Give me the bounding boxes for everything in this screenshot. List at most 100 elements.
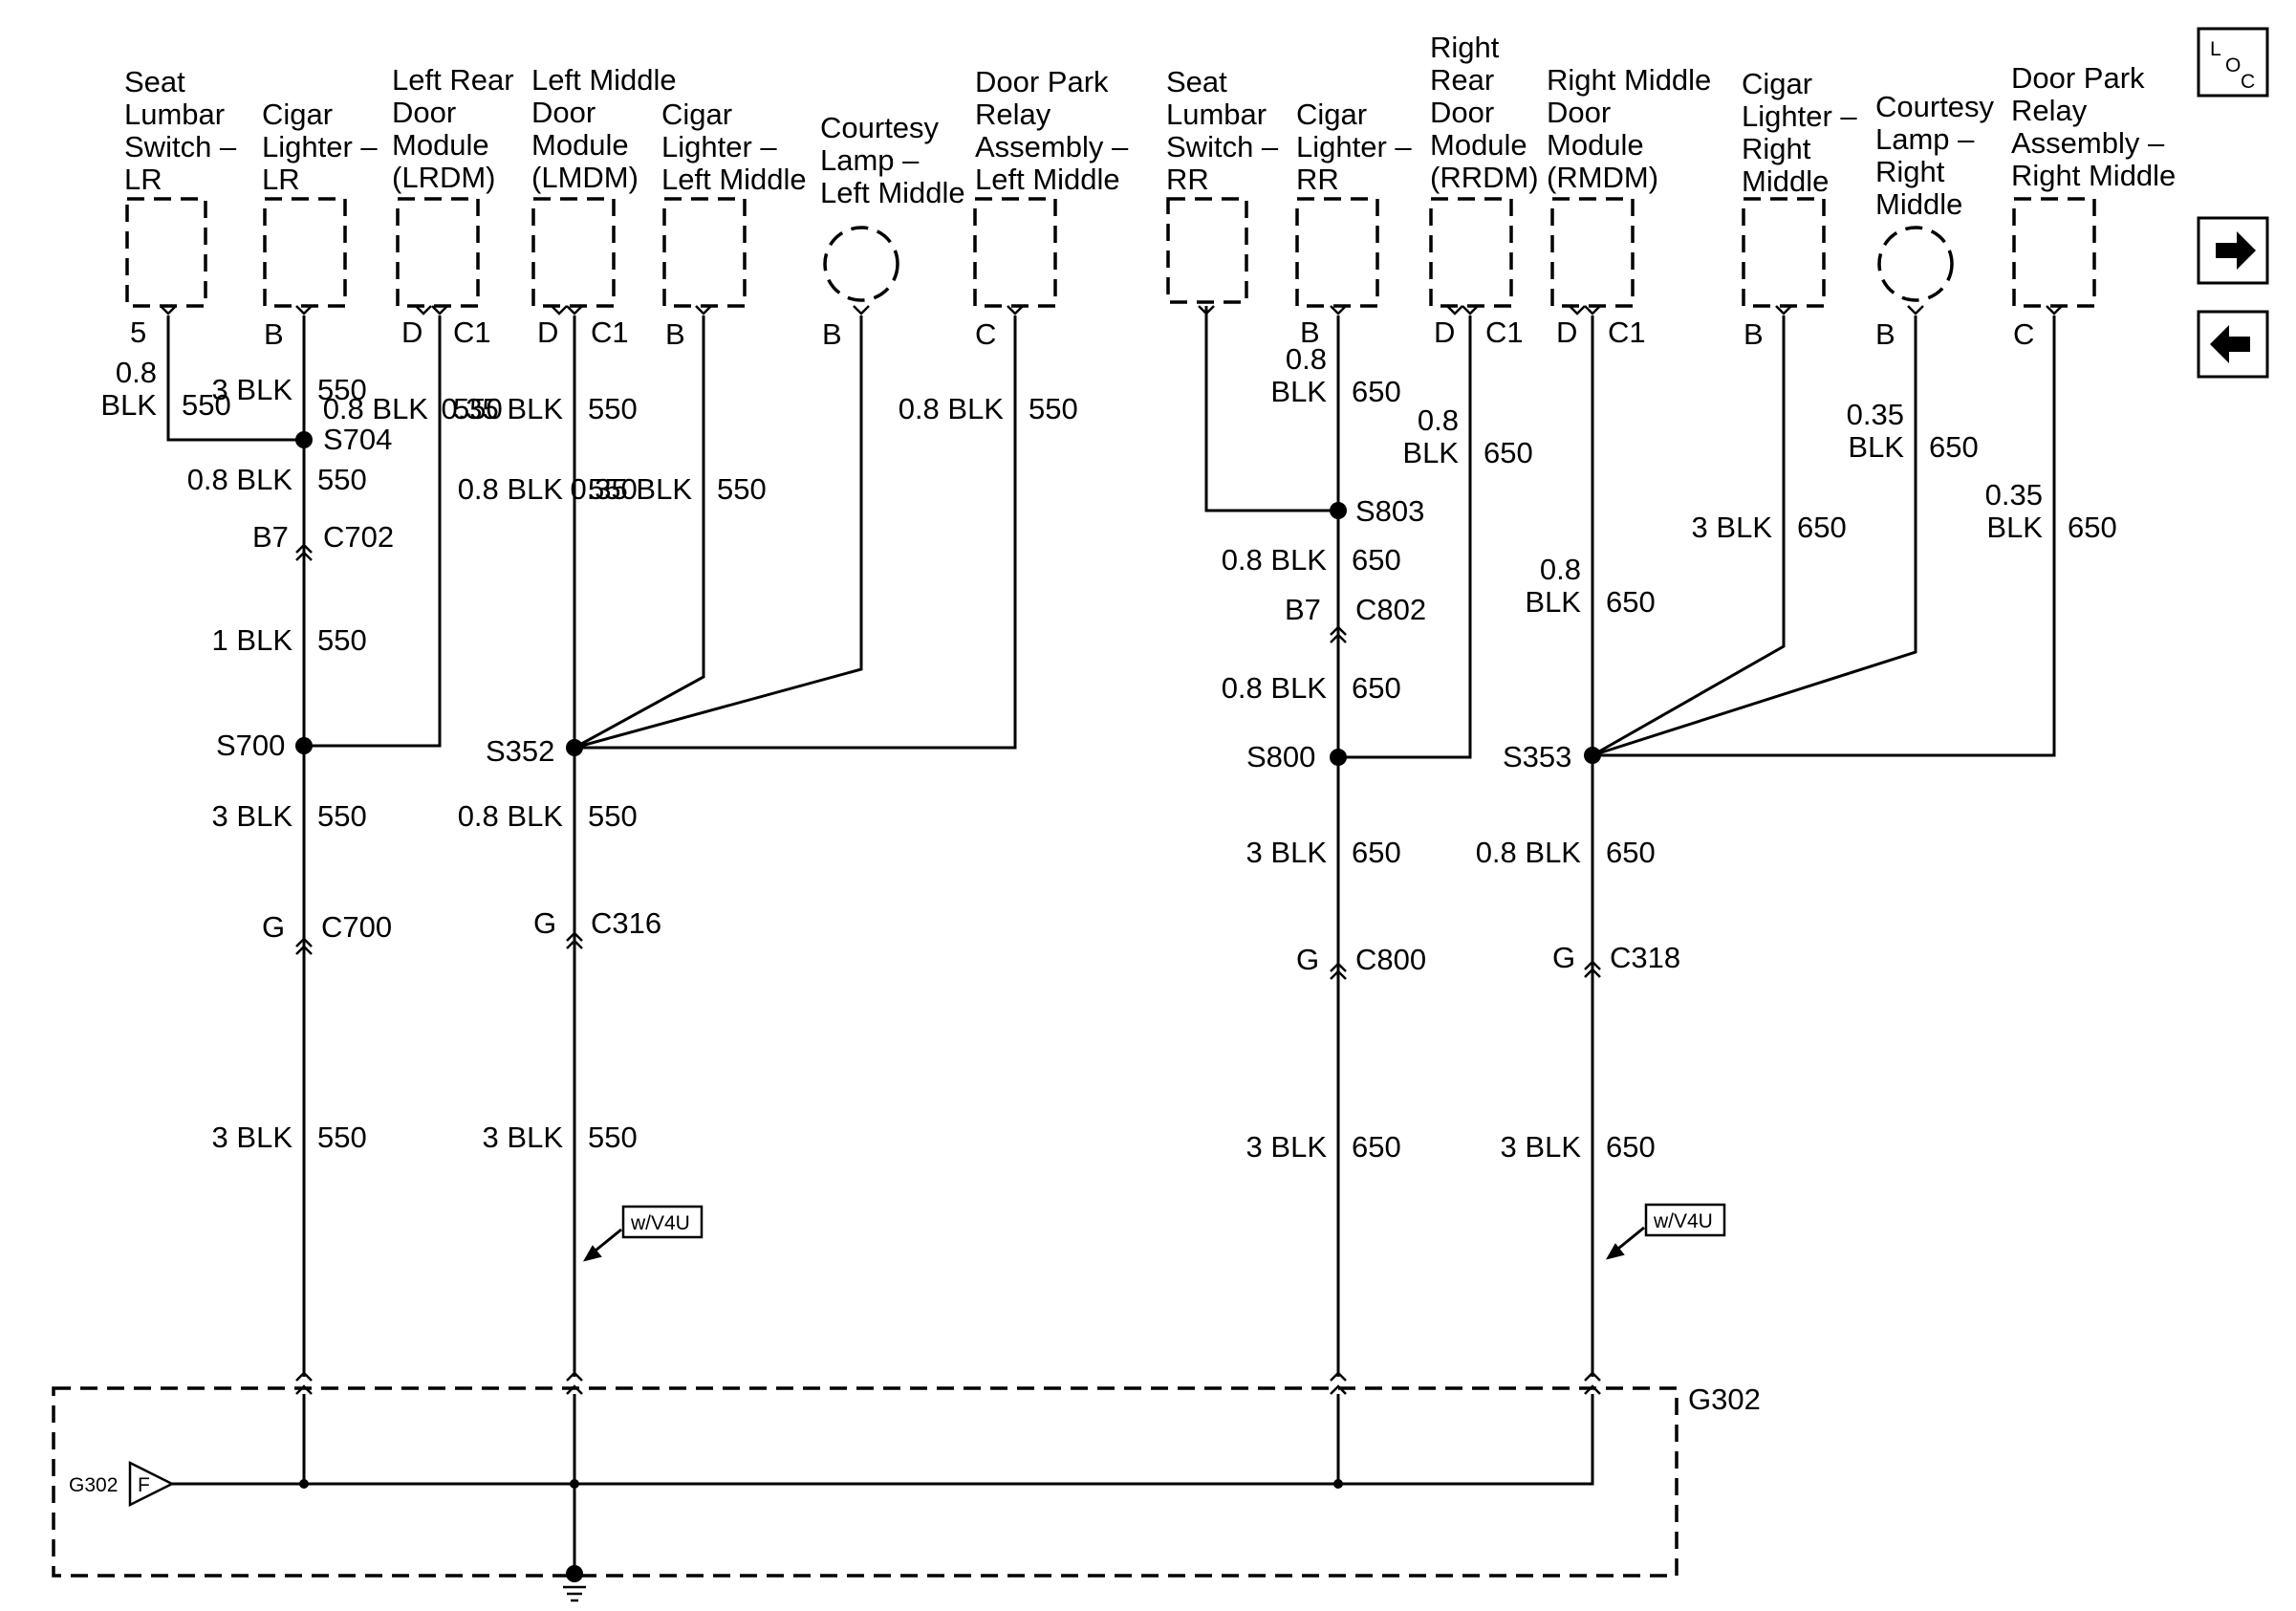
wire-size-label: 3 BLK xyxy=(483,1121,564,1154)
component-box xyxy=(263,197,347,308)
connector-name: C316 xyxy=(591,906,661,940)
pin-labels: 5 B D C1 D C1 B B C B D C1 D C1 B B C xyxy=(130,316,2034,351)
pin-label: B xyxy=(665,317,685,351)
component-box xyxy=(531,197,616,308)
wire-size-label: 3 BLK xyxy=(1246,836,1328,869)
circuit-number-label: 650 xyxy=(1606,585,1656,619)
circuit-number-label: 550 xyxy=(317,463,367,496)
circuit-number-label: 650 xyxy=(1352,1130,1401,1164)
wire-size-label: 1 BLK xyxy=(212,623,293,657)
circuit-number-label: 550 xyxy=(317,1121,367,1154)
wire-size-label: 0.8 BLK xyxy=(458,472,564,506)
splice-dots xyxy=(295,431,1601,1489)
splice-label: S353 xyxy=(1503,740,1571,773)
circuit-number-label: 650 xyxy=(1352,375,1401,408)
splice-label: S700 xyxy=(216,729,285,762)
component-lamp xyxy=(1877,226,1954,302)
splice-labels: S704 S700 S352 S803 S800 S353 xyxy=(216,423,1571,773)
pin-label: D xyxy=(537,316,558,349)
component-box xyxy=(1550,197,1635,308)
pin-label: D xyxy=(1434,316,1455,349)
component-box xyxy=(662,197,747,308)
component-symbols xyxy=(125,197,2096,308)
loc-c: C xyxy=(2241,71,2255,93)
arrow-left-icon xyxy=(2210,325,2250,363)
wire-size-label: 0.8 BLK xyxy=(1222,671,1328,705)
ground-connector-letter: F xyxy=(138,1474,150,1496)
wire-size-label: 3 BLK xyxy=(212,373,293,406)
wire-size-label: 3 BLK xyxy=(212,799,293,833)
ground-symbol-icon xyxy=(563,1585,586,1602)
wires xyxy=(166,306,2056,1568)
circuit-number-label: 650 xyxy=(2068,511,2117,544)
component-box xyxy=(125,197,207,308)
component-box xyxy=(2012,197,2096,308)
connector-pin: G xyxy=(1296,943,1319,976)
pin-label: D xyxy=(401,316,422,349)
circuit-number-label: 650 xyxy=(1606,1130,1656,1164)
ground-connector-tag: G302 xyxy=(69,1474,118,1496)
circuit-number-label: 650 xyxy=(1352,836,1401,869)
pin-label: 5 xyxy=(130,316,146,349)
next-arrow-button[interactable] xyxy=(2197,216,2269,285)
option-label: w/V4U xyxy=(630,1212,690,1234)
pin-label: C1 xyxy=(591,316,629,349)
circuit-number-label: 550 xyxy=(717,472,767,506)
loc-button[interactable]: L O C xyxy=(2197,27,2269,98)
circuit-number-label: 550 xyxy=(317,623,367,657)
connector-pin: G xyxy=(1552,941,1575,974)
connector-name: C800 xyxy=(1355,943,1426,976)
component-box xyxy=(973,197,1057,308)
circuit-number-label: 550 xyxy=(317,799,367,833)
wire-size-label: 0.35 BLK xyxy=(441,392,563,425)
wire-size-label: 0.8 BLK xyxy=(187,463,293,496)
wire-size-label: 0.8 BLK xyxy=(458,799,564,833)
circuit-number-label: 550 xyxy=(317,373,367,406)
loc-l: L xyxy=(2210,38,2221,60)
wire-size-label: 0.8 BLK xyxy=(899,392,1005,425)
splice-label: S803 xyxy=(1355,494,1424,528)
connector-name: C702 xyxy=(323,520,394,554)
pin-label: C xyxy=(2013,317,2034,351)
previous-arrow-button[interactable] xyxy=(2197,310,2269,379)
ground-g302-block xyxy=(52,1386,1679,1602)
pin-label: C xyxy=(975,317,996,351)
wire-size-label: 3 BLK xyxy=(1692,511,1773,544)
wire-size-label: 3 BLK xyxy=(1246,1130,1328,1164)
circuit-number-label: 550 xyxy=(588,392,638,425)
wire-size-label: 0.8 BLK xyxy=(1476,836,1582,869)
connector-labels: B7 C702 G C700 G C316 B7 C802 G C800 G C… xyxy=(252,520,1680,976)
component-box xyxy=(1295,197,1379,308)
component-box xyxy=(396,197,480,308)
connector-pin: G xyxy=(262,910,285,944)
wire-size-label: 3 BLK xyxy=(212,1121,293,1154)
pin-label: B xyxy=(1744,317,1764,351)
circuit-number-label: 650 xyxy=(1352,543,1401,577)
connector-name: C802 xyxy=(1355,593,1426,626)
circuit-number-label: 650 xyxy=(1606,836,1656,869)
component-box xyxy=(1166,197,1248,304)
pin-label: B xyxy=(822,317,842,351)
pin-label: D xyxy=(1556,316,1577,349)
circuit-number-label: 550 xyxy=(588,472,638,506)
connector-name: C700 xyxy=(321,910,392,944)
pin-label: B xyxy=(264,317,284,351)
splice-label: S352 xyxy=(486,734,554,768)
